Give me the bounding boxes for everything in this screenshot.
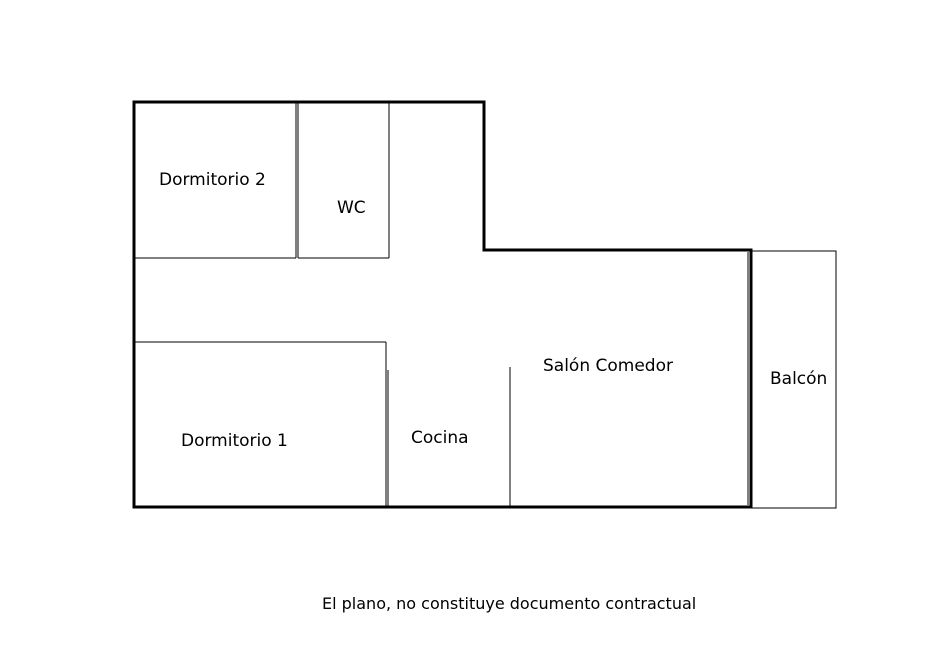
room-label-dormitorio-2: Dormitorio 2	[159, 170, 266, 190]
room-label-cocina: Cocina	[411, 428, 469, 448]
room-label-wc: WC	[337, 198, 366, 218]
room-label-salon-comedor: Salón Comedor	[543, 356, 673, 376]
room-label-balcon: Balcón	[770, 369, 827, 389]
room-label-dormitorio-1: Dormitorio 1	[181, 431, 288, 451]
outer-wall	[132, 100, 753, 509]
disclaimer-note: El plano, no constituye documento contra…	[322, 594, 697, 613]
balcony-outline	[751, 250, 837, 509]
